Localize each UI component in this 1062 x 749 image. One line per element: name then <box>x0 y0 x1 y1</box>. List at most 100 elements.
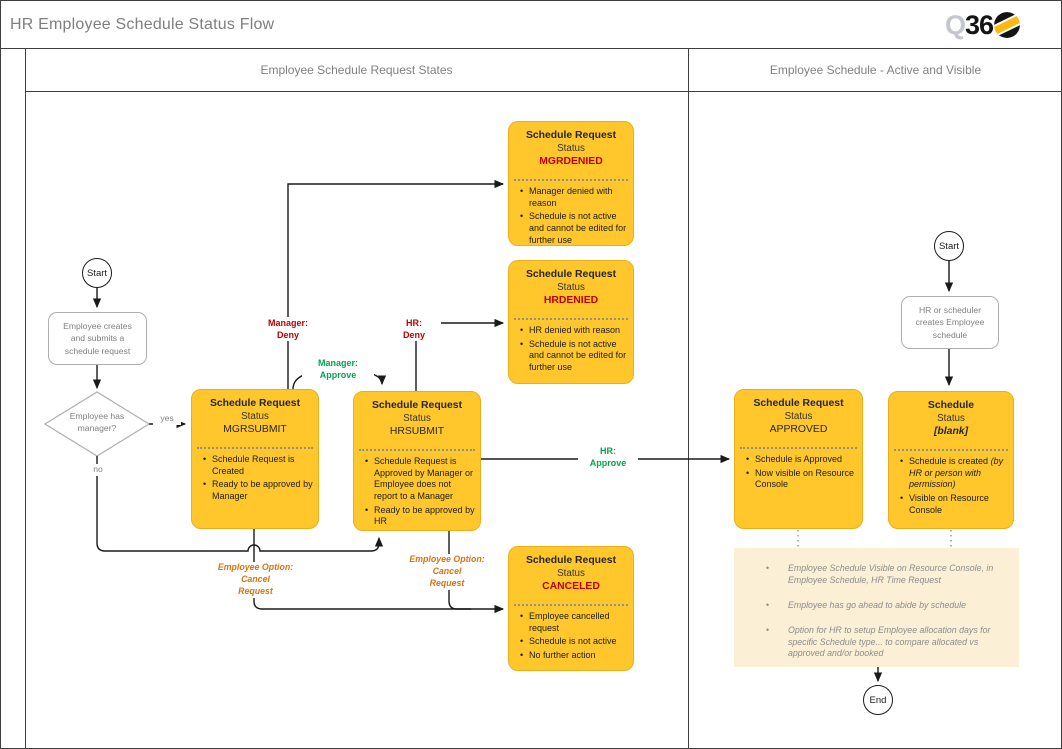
status-label: Status <box>557 281 585 293</box>
edge-label-line: Approve <box>319 370 357 381</box>
status-box-hrsubmit: Schedule Request Status HRSUBMIT Schedul… <box>353 391 481 531</box>
status-box-bullets: HR denied with reason Schedule is not ac… <box>509 325 633 374</box>
note-item: Employee has go ahead to abide by schedu… <box>766 600 1007 612</box>
dotted-separator <box>894 449 1008 451</box>
dotted-separator <box>514 604 628 606</box>
start-terminator-left: Start <box>82 258 112 288</box>
dotted-separator <box>740 447 857 449</box>
bullet-item: Schedule is Approved <box>746 454 857 466</box>
edge-label-line: Approve <box>589 458 627 469</box>
status-box-title: Schedule Request <box>753 398 844 409</box>
status-box-title: Schedule Request <box>371 400 463 411</box>
end-terminator: End <box>863 685 893 715</box>
status-box-schedule: Schedule Status [blank] Schedule is crea… <box>888 391 1014 529</box>
status-label: Status <box>403 412 431 424</box>
status-value: [blank] <box>933 426 969 438</box>
logo-q: Q <box>944 9 966 40</box>
status-label: Status <box>557 142 585 154</box>
bullet-item: Schedule is not active and cannot be edi… <box>520 339 628 374</box>
bullet-item: Schedule Request is Approved by Manager … <box>365 456 475 503</box>
status-value: HRDENIED <box>543 295 599 307</box>
status-box-bullets: Schedule Request is Created Ready to be … <box>192 454 318 503</box>
edge-label-line: Manager: <box>317 358 358 368</box>
status-box-title: Schedule <box>927 400 975 411</box>
edge-label-line: HR: <box>600 446 616 456</box>
status-box-mgrdenied: Schedule Request Status MGRDENIED Manage… <box>508 121 634 246</box>
start-terminator-right: Start <box>934 231 964 261</box>
status-box-bullets: Schedule Request is Approved by Manager … <box>354 456 480 528</box>
edge-label-line: Request <box>429 577 465 588</box>
lane-header-right: Employee Schedule - Active and Visible <box>769 62 982 77</box>
bullet-item: Employee cancelled request <box>520 611 628 634</box>
edge-label-line: HR: <box>406 318 422 328</box>
bullet-item: HR denied with reason <box>520 325 628 337</box>
bullet-item: Ready to be approved by Manager <box>203 479 313 502</box>
bullet-item: Schedule is not active and cannot be edi… <box>520 211 628 245</box>
edge-label-line: Cancel <box>432 565 462 576</box>
status-box-hrdenied: Schedule Request Status HRDENIED HR deni… <box>508 260 634 384</box>
process-create-request: Employee creates and submits a schedule … <box>48 312 147 365</box>
bullet-text-italic: (by HR or person with permission) <box>909 456 1004 490</box>
edge-label-no: no <box>85 464 111 476</box>
status-box-approved: Schedule Request Status APPROVED Schedul… <box>734 389 863 529</box>
bullet-item: No further action <box>520 650 628 662</box>
status-value: MGRDENIED <box>539 156 603 168</box>
notes-bullets: Employee Schedule Visible on Resource Co… <box>766 563 1007 660</box>
status-label: Status <box>557 567 585 579</box>
edge-label-manager-approve: Manager: Approve <box>302 357 374 382</box>
decision-text: Employee has manager? <box>69 411 125 434</box>
edge-label-yes: yes <box>153 413 181 425</box>
left-strip-divider <box>25 48 26 748</box>
edge-label-line: Manager: <box>267 318 308 328</box>
title-band-divider <box>1 48 1061 49</box>
bullet-item: Schedule is created (by HR or person wit… <box>900 456 1008 491</box>
status-box-bullets: Manager denied with reason Schedule is n… <box>509 186 633 245</box>
bullet-item: Now visible on Resource Console <box>746 468 857 491</box>
dotted-separator <box>514 318 628 320</box>
status-box-canceled: Schedule Request Status CANCELED Employe… <box>508 546 634 671</box>
edge-label-line: Employee Option: <box>217 562 294 572</box>
bullet-item: Schedule Request is Created <box>203 454 313 477</box>
edge-label-line: Deny <box>402 330 425 341</box>
status-box-title: Schedule Request <box>209 398 301 409</box>
status-box-bullets: Schedule is Approved Now visible on Reso… <box>735 454 862 491</box>
status-label: Status <box>784 410 813 422</box>
lane-divider <box>688 48 689 748</box>
dotted-separator <box>359 449 475 451</box>
status-value: APPROVED <box>769 424 828 436</box>
bullet-item: Manager denied with reason <box>520 186 628 209</box>
edge-label-line: Employee Option: <box>409 554 485 564</box>
dotted-separator <box>514 179 628 181</box>
status-box-title: Schedule Request <box>525 130 617 141</box>
edge-label-hr-deny: HR: Deny <box>387 317 441 342</box>
lane-header-underline <box>25 91 1061 92</box>
status-value: HRSUBMIT <box>389 426 445 438</box>
status-box-title: Schedule Request <box>525 269 617 280</box>
edge-label-line: Request <box>238 585 273 596</box>
status-box-bullets: Employee cancelled request Schedule is n… <box>509 611 633 662</box>
bullet-item: Schedule is not active <box>520 636 628 648</box>
logo-zero-icon <box>994 12 1020 38</box>
edge-label-cancel-hr: Employee Option: Cancel Request <box>400 554 494 590</box>
notes-box: Employee Schedule Visible on Resource Co… <box>734 548 1019 667</box>
edge-label-hr-approve: HR: Approve <box>578 445 638 470</box>
edge-label-line: Cancel <box>241 573 270 584</box>
status-value: MGRSUBMIT <box>223 424 287 436</box>
status-value: CANCELED <box>542 581 600 593</box>
bullet-item: Ready to be approved by HR <box>365 505 475 528</box>
status-label: Status <box>241 410 269 422</box>
note-item: Employee Schedule Visible on Resource Co… <box>766 563 1007 587</box>
edge-label-line: Deny <box>276 330 299 341</box>
edge-label-cancel-mgr: Employee Option: Cancel Request <box>208 562 303 598</box>
note-item: Option for HR to setup Employee allocati… <box>766 625 1007 661</box>
bullet-text: Schedule is created <box>909 456 991 466</box>
status-box-mgrsubmit: Schedule Request Status MGRSUBMIT Schedu… <box>191 389 319 529</box>
status-box-title: Schedule Request <box>525 555 617 566</box>
status-label: Status <box>937 412 965 424</box>
lane-header-left: Employee Schedule Request States <box>260 62 453 77</box>
status-box-bullets: Schedule is created (by HR or person wit… <box>889 456 1013 516</box>
edge-label-manager-deny: Manager: Deny <box>251 317 325 342</box>
logo-36: 36 <box>964 9 994 40</box>
